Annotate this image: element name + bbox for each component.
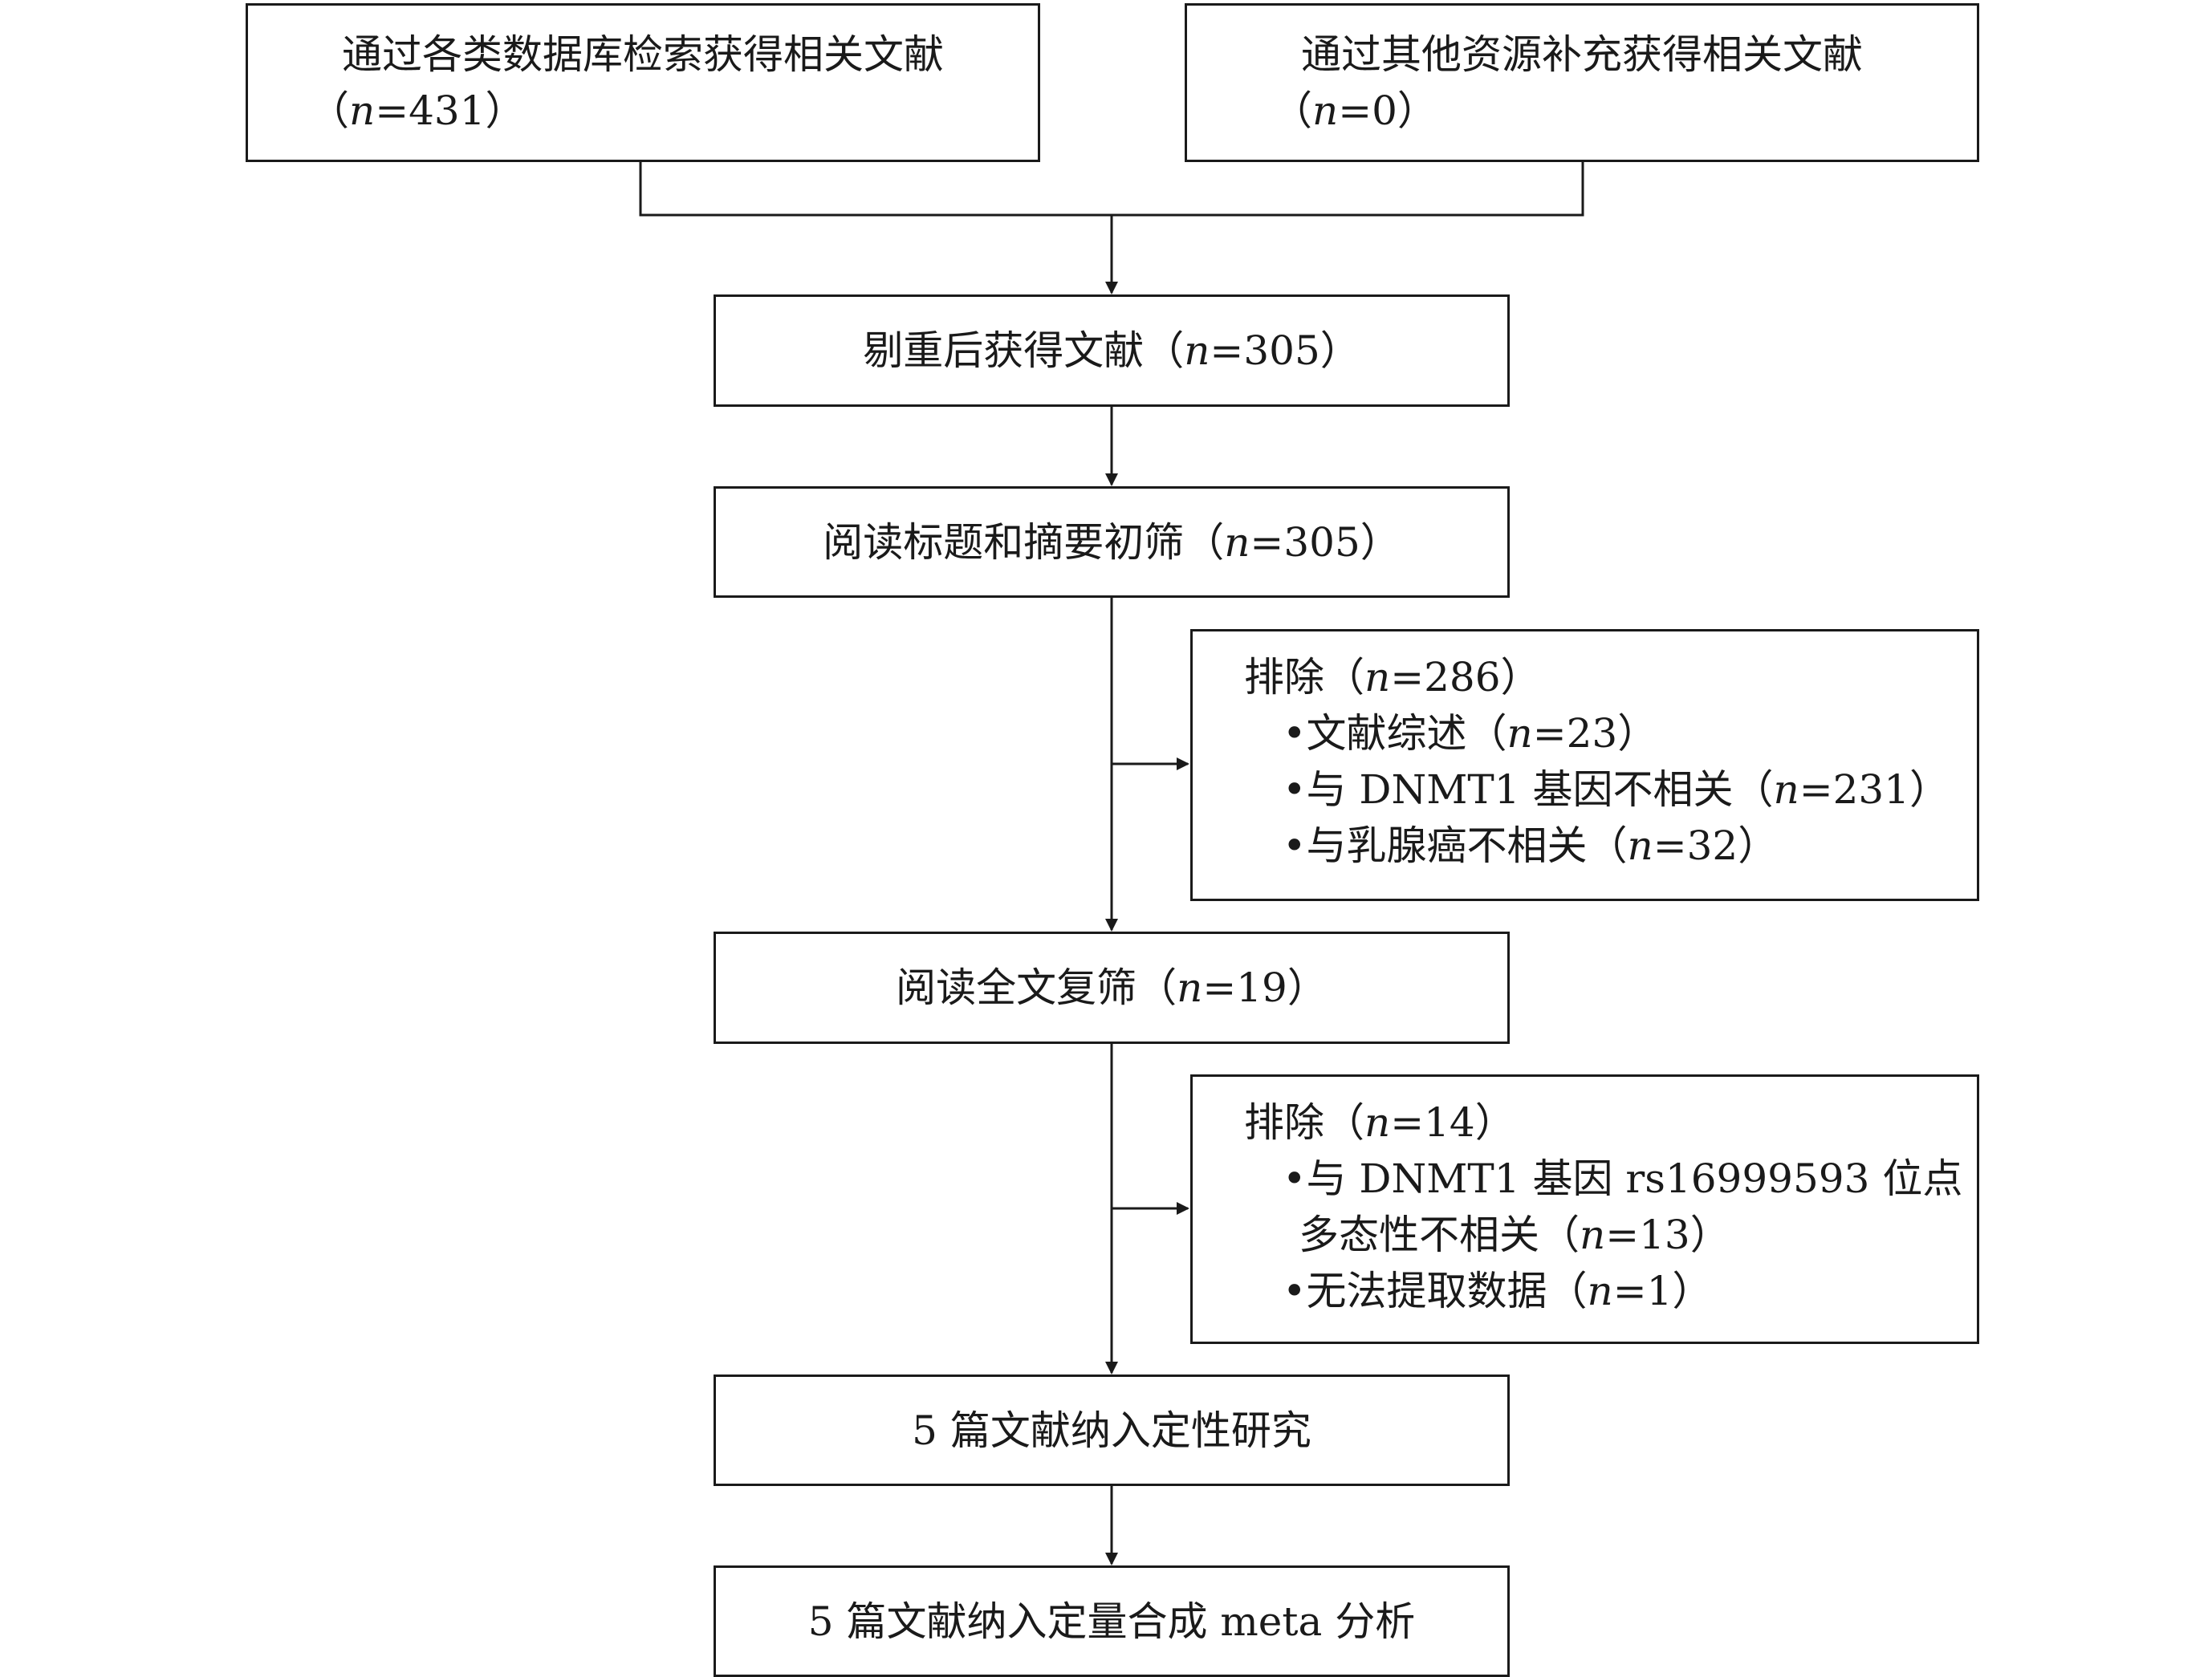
qualitative-label: 5 篇文献纳入定性研究 — [912, 1407, 1311, 1454]
exclusion2-title: 排除（n=14） — [1244, 1099, 1515, 1146]
meta-analysis-box: 5 篇文献纳入定量合成 meta 分析 — [714, 1565, 1510, 1677]
exclusion1-item: •文献综述（n=23） — [1283, 710, 1658, 757]
exclusion1-box: 排除（n=286） •文献综述（n=23） •与 DNMT1 基因不相关（n=2… — [1190, 629, 1979, 901]
exclusion1-title: 排除（n=286） — [1244, 654, 1541, 700]
db-search-count: （n=431） — [309, 87, 526, 134]
exclusion2-box: 排除（n=14） •与 DNMT1 基因 rs16999593 位点 多态性不相… — [1190, 1074, 1979, 1344]
dedup-label: 剔重后获得文献（n=305） — [863, 327, 1360, 374]
db-search-line1: 通过各类数据库检索获得相关文献 — [342, 31, 944, 78]
fulltext-label: 阅读全文复筛（n=19） — [896, 964, 1328, 1011]
other-sources-box: 通过其他资源补充获得相关文献 （n=0） — [1185, 3, 1979, 162]
exclusion2-item: •无法提取数据（n=1） — [1283, 1268, 1713, 1314]
exclusion1-item: •与 DNMT1 基因不相关（n=231） — [1283, 766, 1950, 813]
db-search-box: 通过各类数据库检索获得相关文献 （n=431） — [246, 3, 1040, 162]
meta-analysis-label: 5 篇文献纳入定量合成 meta 分析 — [807, 1598, 1416, 1645]
other-sources-count: （n=0） — [1272, 87, 1437, 134]
exclusion2-item-continued: 多态性不相关（n=13） — [1299, 1212, 1730, 1258]
fulltext-box: 阅读全文复筛（n=19） — [714, 932, 1510, 1044]
title-abstract-label: 阅读标题和摘要初筛（n=305） — [823, 518, 1401, 566]
exclusion1-item: •与乳腺癌不相关（n=32） — [1283, 822, 1779, 869]
exclusion2-item: •与 DNMT1 基因 rs16999593 位点 — [1283, 1155, 1963, 1202]
qualitative-box: 5 篇文献纳入定性研究 — [714, 1374, 1510, 1486]
dedup-box: 剔重后获得文献（n=305） — [714, 294, 1510, 407]
other-sources-line1: 通过其他资源补充获得相关文献 — [1301, 31, 1863, 78]
merge-line — [639, 161, 1584, 217]
title-abstract-box: 阅读标题和摘要初筛（n=305） — [714, 486, 1510, 598]
